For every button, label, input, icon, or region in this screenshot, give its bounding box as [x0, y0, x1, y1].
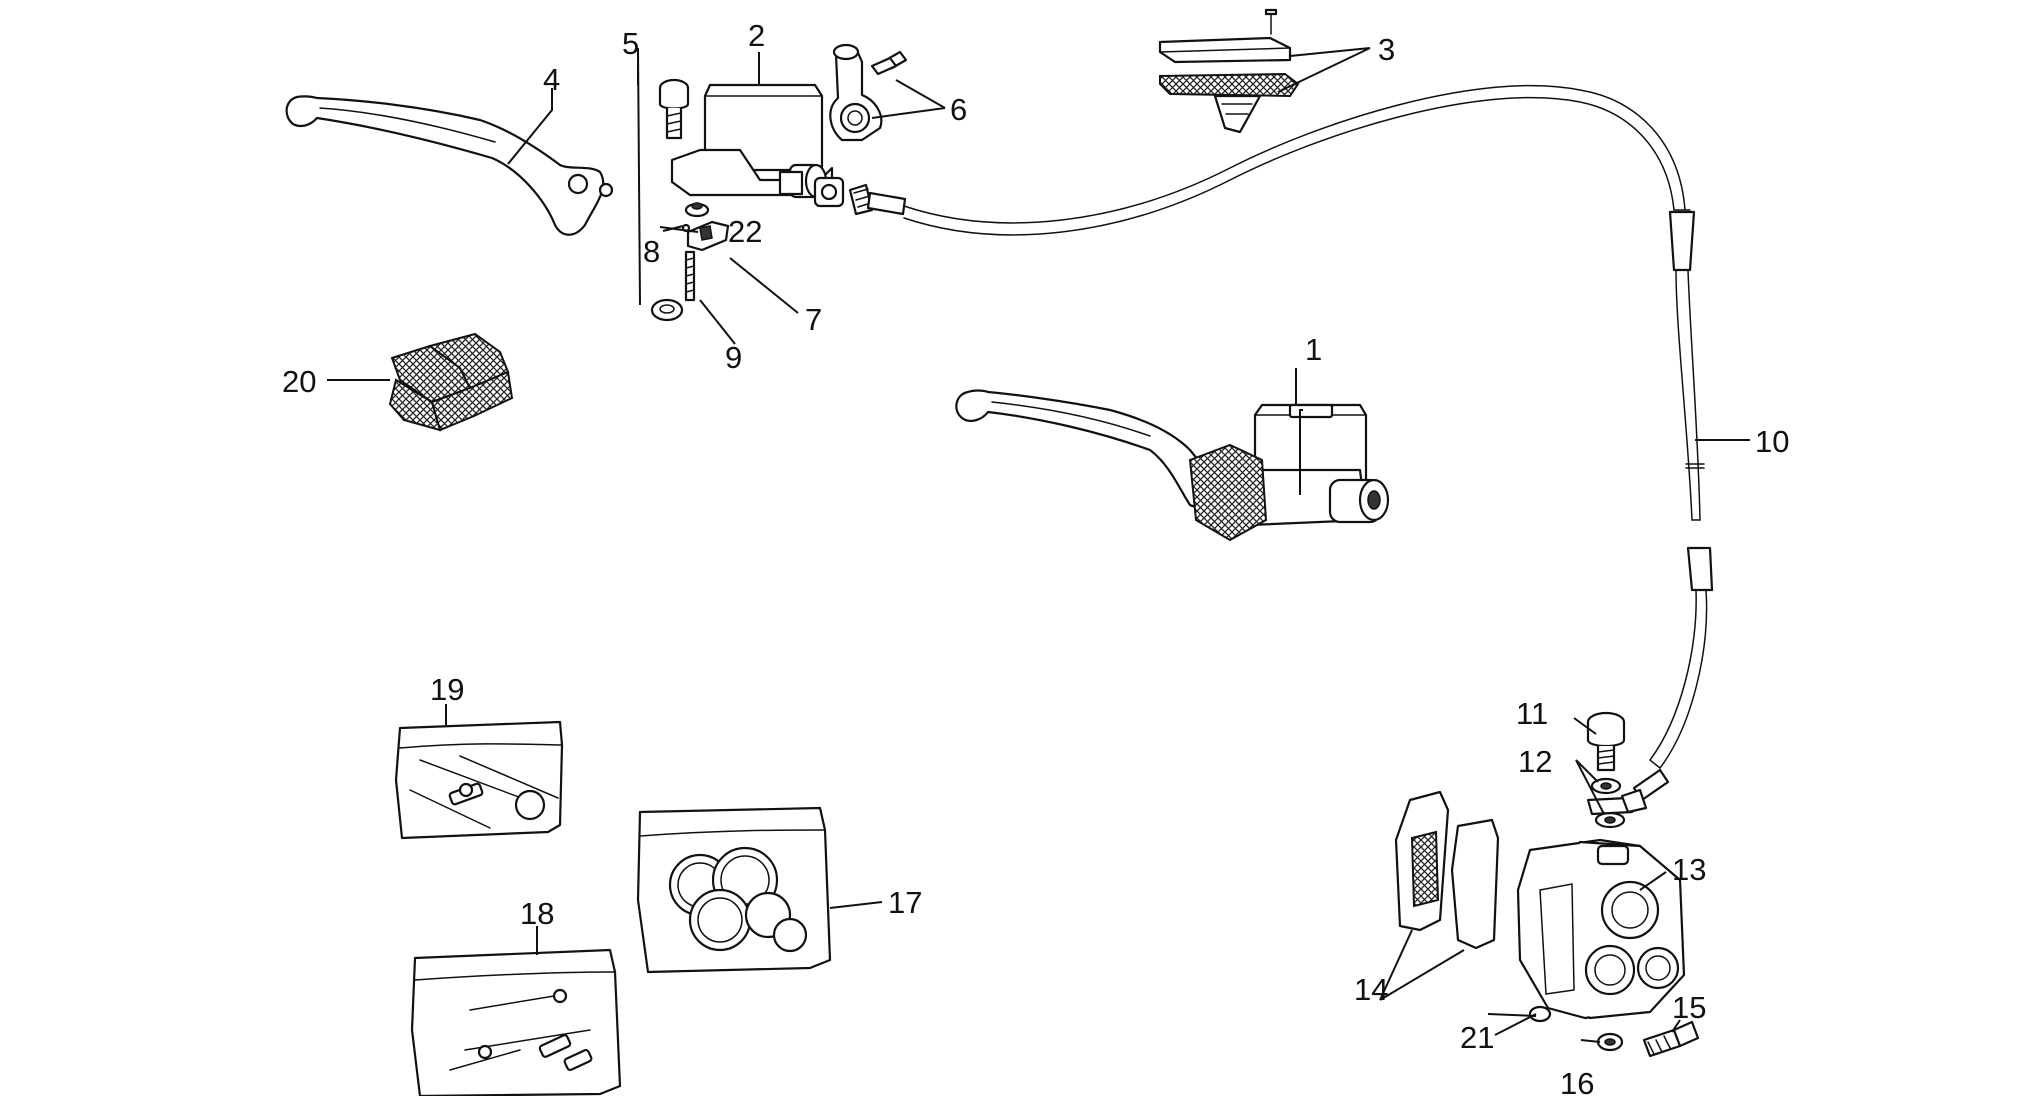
callout-14: 14: [1354, 972, 1388, 1007]
copper-washers-part-12: [1586, 777, 1634, 829]
mirror-clamp-part-6: [829, 43, 908, 142]
screw-part-9: [684, 250, 696, 302]
callout-3: 3: [1378, 32, 1395, 67]
callout-10: 10: [1755, 424, 1789, 459]
seal-kit-bag-part-17: [636, 806, 832, 974]
lever-assembly-part-1: [955, 389, 1390, 542]
leader-lines: [327, 47, 1750, 1043]
caliper-hose-fitting: [1620, 768, 1670, 814]
callout-20: 20: [282, 364, 316, 399]
banjo-bolt-part-11: [1586, 711, 1626, 772]
callout-8: 8: [643, 234, 660, 269]
bleed-kit-bag-part-18: [410, 948, 622, 1096]
callout-4: 4: [543, 62, 560, 97]
hose-banjo-fitting: [813, 176, 907, 216]
callout-9: 9: [725, 340, 742, 375]
brake-caliper-part-13: [1516, 838, 1686, 1020]
callout-1: 1: [1305, 332, 1322, 367]
callout-16: 16: [1560, 1066, 1594, 1096]
callout-21: 21: [1460, 1020, 1494, 1055]
washer-nut-part-5-lower: [650, 298, 684, 322]
callout-7: 7: [805, 302, 822, 337]
brake-pads-part-20: [388, 332, 514, 432]
callout-5: 5: [622, 26, 639, 61]
washer-part-21: [1528, 1005, 1552, 1023]
nut-part-22: [684, 202, 710, 218]
brake-pads-part-14: [1394, 790, 1500, 950]
callout-13: 13: [1672, 852, 1706, 887]
callout-15: 15: [1672, 990, 1706, 1025]
callout-19: 19: [430, 672, 464, 707]
repair-kit-bag-part-19: [394, 720, 564, 840]
callout-18: 18: [520, 896, 554, 931]
brake-lever-part-4: [285, 95, 614, 236]
master-cylinder-part-2: [670, 83, 834, 199]
brake-hose-part-10: [903, 84, 1714, 770]
switch-part-7: [686, 220, 730, 252]
callout-17: 17: [888, 885, 922, 920]
callout-12: 12: [1518, 744, 1552, 779]
caliper-bolt-part-15: [1642, 1020, 1700, 1058]
callout-22: 22: [728, 214, 762, 249]
callout-11: 11: [1516, 696, 1548, 731]
callout-6: 6: [950, 92, 967, 127]
reservoir-cap-set-part-3: [1158, 8, 1300, 134]
callout-2: 2: [748, 18, 765, 53]
callout-labels: 1 2 3 4 5 6 7 8 9 10 11 12 13 14 15 16 1…: [282, 18, 1789, 1096]
bolt-part-5: [658, 78, 690, 140]
washer-part-16: [1596, 1032, 1624, 1052]
